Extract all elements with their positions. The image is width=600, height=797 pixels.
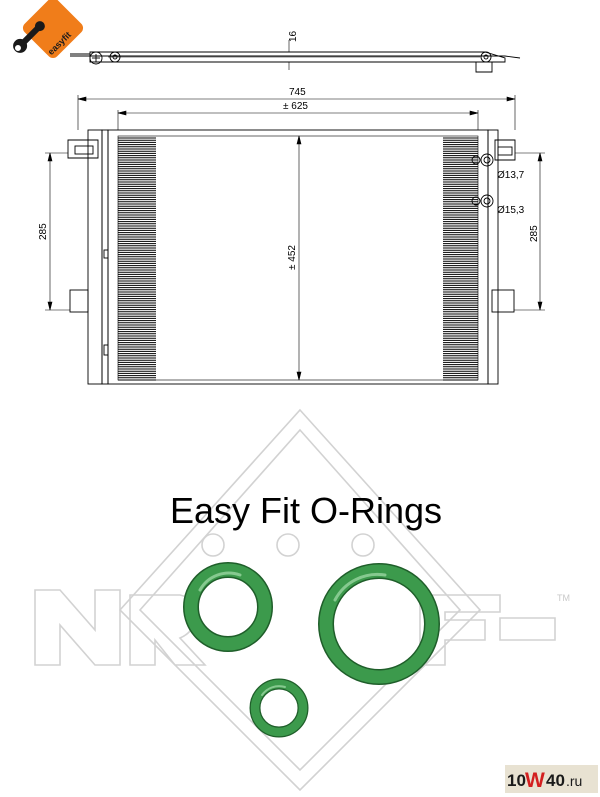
dim-overall-width bbox=[77, 95, 516, 130]
o-ring-large bbox=[318, 563, 440, 685]
dim-left-height-label: 285 bbox=[38, 223, 49, 240]
dim-core-width-label: ± 625 bbox=[283, 101, 308, 112]
brand-watermark bbox=[34, 408, 556, 792]
site-watermark-prefix: 10 bbox=[507, 771, 526, 790]
logo-badge bbox=[22, 0, 84, 59]
dim-core-height-label: ± 452 bbox=[287, 245, 298, 270]
site-watermark-tld: .ru bbox=[566, 773, 582, 789]
condenser-front-view bbox=[67, 129, 516, 385]
dim-top-label: 16 bbox=[288, 30, 299, 42]
site-watermark: 10 W 40 .ru bbox=[505, 765, 598, 793]
fins-left bbox=[118, 137, 156, 381]
dim-right-height bbox=[514, 152, 545, 311]
site-watermark-w: W bbox=[525, 769, 545, 792]
caption-title: Easy Fit O-Rings bbox=[170, 490, 442, 531]
site-watermark-num: 40 bbox=[546, 771, 565, 790]
o-ring-small bbox=[249, 678, 309, 738]
dim-left-height bbox=[45, 152, 70, 311]
dim-core-height bbox=[296, 135, 302, 381]
dim-core-width bbox=[117, 110, 479, 130]
dim-overall-width-label: 745 bbox=[289, 87, 306, 98]
wrench-icon bbox=[13, 21, 45, 53]
dim-right-height-label: 285 bbox=[529, 225, 540, 242]
trademark-mark: TM bbox=[557, 593, 570, 603]
top-view bbox=[70, 40, 521, 73]
port-lower-label: Ø15,3 bbox=[497, 205, 525, 216]
fins-right bbox=[443, 137, 478, 381]
site-watermark-bg bbox=[505, 765, 598, 793]
easyfit-logo: easyfit bbox=[13, 0, 84, 59]
o-ring-medium bbox=[183, 562, 273, 652]
port-upper-label: Ø13,7 bbox=[497, 170, 525, 181]
